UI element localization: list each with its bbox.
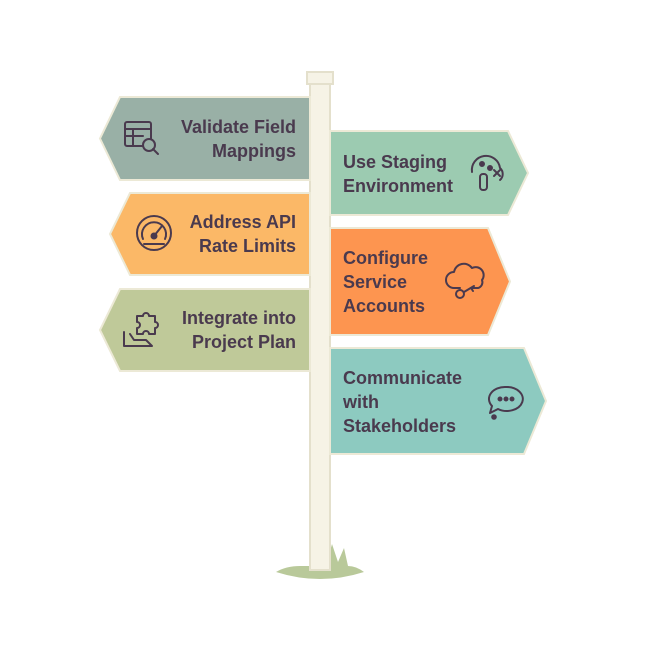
sign-label-line: Stakeholders bbox=[343, 416, 457, 436]
speedometer-icon bbox=[136, 215, 172, 251]
sign-board-validate-field-mappings bbox=[98, 96, 311, 181]
sign-label-line: Validate Field bbox=[180, 117, 296, 137]
chat-bubble-icon bbox=[487, 385, 524, 420]
sign-board-use-staging-environment bbox=[329, 130, 530, 216]
sign-label-line: Project Plan bbox=[191, 332, 296, 352]
signpost-pole-cap bbox=[306, 71, 334, 85]
sign-board-integrate-into-project-plan bbox=[98, 288, 311, 372]
sign-board-communicate-with-stakeholders bbox=[329, 347, 548, 455]
sign-label-line: Integrate into bbox=[181, 308, 296, 328]
sign-label-line: Communicate bbox=[343, 368, 463, 388]
puzzle-hand-icon bbox=[123, 312, 159, 347]
sign-label-line: Use Staging bbox=[343, 152, 448, 172]
sign-label-line: Mappings bbox=[212, 141, 296, 161]
sign-board-address-api-rate-limits bbox=[108, 192, 311, 276]
sign-label-line: with bbox=[343, 392, 379, 412]
signpost-pole bbox=[309, 79, 331, 571]
sign-label-line: Configure bbox=[343, 248, 428, 268]
test-tube-icon bbox=[470, 154, 504, 191]
sign-label-line: Environment bbox=[343, 176, 454, 196]
cloud-key-icon bbox=[445, 262, 485, 299]
sign-label-line: Rate Limits bbox=[198, 236, 296, 256]
sign-label-line: Service bbox=[343, 272, 408, 292]
sign-board-configure-service-accounts bbox=[329, 227, 512, 336]
sign-label-address-api-rate-limits: Address API Rate Limits bbox=[190, 210, 296, 258]
table-search-icon bbox=[124, 121, 159, 155]
sign-label-line: Address API bbox=[189, 212, 296, 232]
sign-label-line: Accounts bbox=[343, 296, 426, 316]
